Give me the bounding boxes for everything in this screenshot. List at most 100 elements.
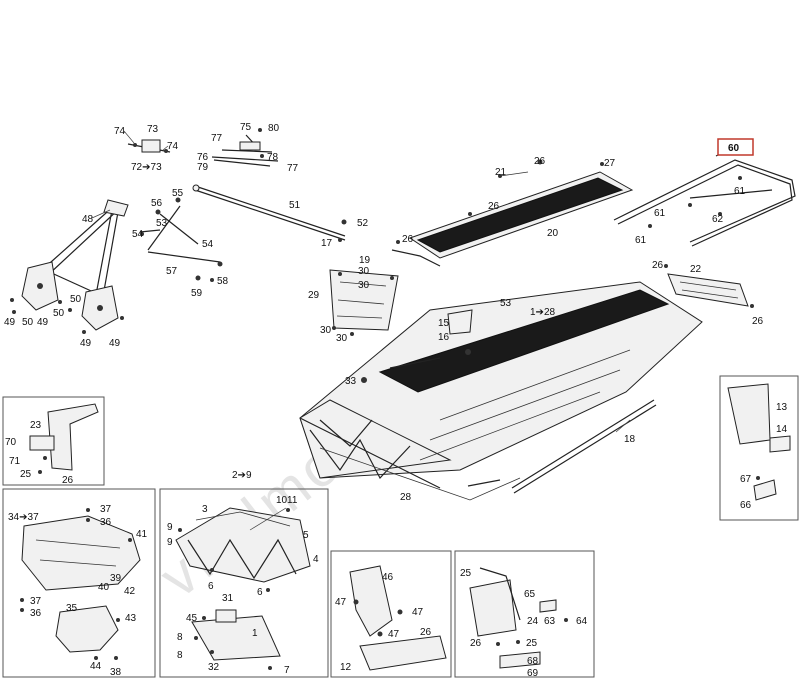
callout-label[interactable]: 23 (30, 420, 42, 431)
callout-label[interactable]: 10 (276, 495, 288, 506)
callout-label[interactable]: 26 (534, 156, 546, 167)
callout-label[interactable]: 61 (635, 235, 647, 246)
callout-label[interactable]: 30 (358, 280, 370, 291)
callout-label[interactable]: 20 (547, 228, 559, 239)
callout-label[interactable]: 32 (208, 662, 220, 673)
callout-label[interactable]: 37 (100, 504, 112, 515)
callout-label[interactable]: 26 (752, 316, 764, 327)
callout-label[interactable]: 54 (132, 229, 144, 240)
callout-label[interactable]: 8 (177, 650, 183, 661)
callout-label[interactable]: 50 (53, 308, 65, 319)
callout-label[interactable]: 47 (388, 629, 400, 640)
callout-label[interactable]: 28 (400, 492, 412, 503)
callout-label[interactable]: 74 (114, 126, 126, 137)
callout-label[interactable]: 74 (167, 141, 179, 152)
callout-label[interactable]: 26 (402, 234, 414, 245)
callout-label[interactable]: 26 (420, 627, 432, 638)
callout-label[interactable]: 50 (70, 294, 82, 305)
callout-label[interactable]: 16 (438, 332, 450, 343)
callout-label[interactable]: 52 (357, 218, 369, 229)
callout-label[interactable]: 56 (151, 198, 163, 209)
callout-label[interactable]: 26 (488, 201, 500, 212)
callout-label[interactable]: 30 (336, 333, 348, 344)
callout-label[interactable]: 36 (100, 517, 112, 528)
callout-label[interactable]: 30 (358, 266, 370, 277)
callout-label[interactable]: 6 (208, 581, 214, 592)
callout-label[interactable]: 53 (500, 298, 512, 309)
callout-label[interactable]: 27 (604, 158, 616, 169)
callout-label[interactable]: 47 (335, 597, 347, 608)
callout-label[interactable]: 2➔9 (232, 470, 252, 481)
callout-label[interactable]: 38 (110, 667, 122, 678)
callout-label[interactable]: 25 (20, 469, 32, 480)
callout-label[interactable]: 36 (30, 608, 42, 619)
callout-label[interactable]: 5 (303, 530, 309, 541)
callout-label[interactable]: 79 (197, 162, 209, 173)
callout-label[interactable]: 49 (80, 338, 92, 349)
callout-label[interactable]: 42 (124, 586, 136, 597)
callout-label[interactable]: 61 (734, 186, 746, 197)
callout-label[interactable]: 26 (652, 260, 664, 271)
callout-label[interactable]: 66 (740, 500, 752, 511)
callout-label[interactable]: 22 (690, 264, 702, 275)
callout-label[interactable]: 68 (527, 656, 539, 667)
callout-label[interactable]: 48 (82, 214, 94, 225)
callout-label[interactable]: 77 (287, 163, 299, 174)
callout-label[interactable]: 21 (495, 167, 507, 178)
callout-label[interactable]: 59 (191, 288, 203, 299)
callout-label[interactable]: 76 (197, 152, 209, 163)
callout-label[interactable]: 35 (66, 603, 78, 614)
callout-label[interactable]: 3 (202, 504, 208, 515)
callout-label[interactable]: 13 (776, 402, 788, 413)
callout-label[interactable]: 72➔73 (131, 162, 162, 173)
callout-label[interactable]: 11 (287, 495, 298, 506)
callout-label[interactable]: 9 (167, 522, 173, 533)
highlight-callout-60[interactable]: 60 (728, 143, 740, 154)
callout-label[interactable]: 54 (202, 239, 214, 250)
callout-label[interactable]: 25 (526, 638, 538, 649)
callout-label[interactable]: 7 (284, 665, 290, 676)
callout-label[interactable]: 25 (460, 568, 472, 579)
callout-label[interactable]: 57 (166, 266, 178, 277)
callout-label[interactable]: 8 (177, 632, 183, 643)
callout-label[interactable]: 18 (624, 434, 636, 445)
callout-label[interactable]: 69 (527, 668, 539, 679)
callout-label[interactable]: 80 (268, 123, 280, 134)
callout-label[interactable]: 49 (37, 317, 49, 328)
callout-label[interactable]: 26 (62, 475, 74, 486)
callout-label[interactable]: 49 (109, 338, 121, 349)
callout-label[interactable]: 78 (267, 152, 279, 163)
callout-label[interactable]: 19 (359, 255, 371, 266)
callout-label[interactable]: 73 (147, 124, 159, 135)
callout-label[interactable]: 53 (156, 218, 168, 229)
callout-label[interactable]: 46 (382, 572, 394, 583)
callout-label[interactable]: 70 (5, 437, 17, 448)
callout-label[interactable]: 49 (4, 317, 16, 328)
callout-label[interactable]: 50 (22, 317, 34, 328)
callout-label[interactable]: 12 (340, 662, 352, 673)
callout-label[interactable]: 62 (712, 214, 724, 225)
callout-label[interactable]: 6 (257, 587, 263, 598)
callout-label[interactable]: 71 (9, 456, 21, 467)
callout-label[interactable]: 34➔37 (8, 512, 39, 523)
callout-label[interactable]: 67 (740, 474, 752, 485)
callout-label[interactable]: 65 (524, 589, 536, 600)
callout-label[interactable]: 55 (172, 188, 184, 199)
callout-label[interactable]: 41 (136, 529, 148, 540)
callout-label[interactable]: 40 (98, 582, 110, 593)
callout-label[interactable]: 63 (544, 616, 556, 627)
callout-label[interactable]: 26 (470, 638, 482, 649)
callout-label[interactable]: 58 (217, 276, 229, 287)
callout-label[interactable]: 15 (438, 318, 450, 329)
callout-label[interactable]: 4 (313, 554, 319, 565)
callout-label[interactable]: 61 (654, 208, 666, 219)
callout-label[interactable]: 77 (211, 133, 223, 144)
callout-label[interactable]: 44 (90, 661, 102, 672)
callout-label[interactable]: 1 (252, 628, 258, 639)
callout-label[interactable]: 31 (222, 593, 234, 604)
callout-label[interactable]: 51 (289, 200, 301, 211)
callout-label[interactable]: 29 (308, 290, 320, 301)
callout-label[interactable]: 33 (345, 376, 357, 387)
callout-label[interactable]: 45 (186, 613, 198, 624)
callout-label[interactable]: 9 (167, 537, 173, 548)
